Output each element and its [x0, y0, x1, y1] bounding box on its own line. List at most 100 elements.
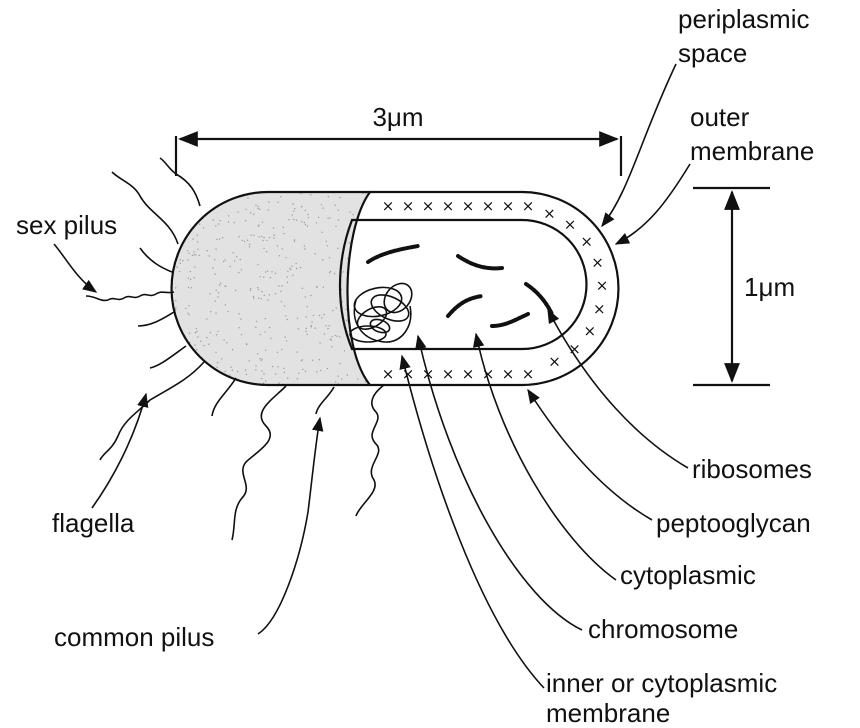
stipple-dot: [283, 368, 284, 369]
stipple-dot: [253, 296, 254, 297]
stipple-dot: [222, 237, 223, 238]
stipple-dot: [230, 367, 231, 368]
stipple-dot: [272, 366, 273, 367]
peptidoglycan-mark: ×: [462, 197, 475, 215]
outer-membrane-label-2: membrane: [690, 136, 814, 166]
stipple-dot: [267, 300, 268, 301]
stipple-dot: [175, 300, 176, 301]
stipple-dot: [223, 261, 224, 262]
stipple-dot: [280, 291, 281, 292]
stipple-dot: [323, 287, 324, 288]
stipple-dot: [219, 238, 220, 239]
stipple-dot: [261, 291, 262, 292]
peptidoglycan-mark: ×: [442, 197, 455, 215]
stipple-dot: [362, 309, 363, 310]
stipple-dot: [197, 249, 198, 250]
length-label: 3μm: [372, 102, 423, 132]
stipple-dot: [227, 311, 228, 312]
leader-peptidoglycan: [528, 390, 652, 520]
stipple-dot: [188, 287, 189, 288]
stipple-dot: [220, 283, 221, 284]
stipple-dot: [173, 343, 174, 344]
stipple-dot: [191, 287, 192, 288]
stipple-dot: [312, 360, 313, 361]
stipple-dot: [173, 251, 174, 252]
stipple-dot: [175, 309, 176, 310]
stipple-dot: [225, 259, 226, 260]
flagellum-5: [356, 385, 384, 516]
stipple-dot: [215, 374, 216, 375]
stipple-dot: [364, 207, 365, 208]
stipple-dot: [203, 345, 204, 346]
leader-common-pilus: [258, 418, 320, 634]
stipple-dot: [249, 244, 250, 245]
stipple-dot: [228, 384, 229, 385]
stipple-dot: [172, 196, 173, 197]
stipple-dot: [253, 214, 254, 215]
stipple-dot: [368, 213, 369, 214]
stipple-dot: [294, 240, 295, 241]
stipple-dot: [196, 349, 197, 350]
stipple-dot: [258, 289, 259, 290]
stipple-dot: [178, 343, 179, 344]
stipple-dot: [354, 269, 355, 270]
stipple-dot: [253, 235, 254, 236]
pilus-top-2: [160, 158, 200, 206]
stipple-dot: [360, 361, 361, 362]
stipple-dot: [304, 246, 305, 247]
stipple-dot: [197, 241, 198, 242]
stipple-dot: [304, 248, 305, 249]
stipple-dot: [297, 378, 298, 379]
stipple-dot: [321, 204, 322, 205]
stipple-dot: [174, 221, 175, 222]
stipple-dot: [308, 217, 309, 218]
stipple-dot: [263, 237, 264, 238]
stipple-dot: [229, 374, 230, 375]
stipple-dot: [290, 269, 291, 270]
stipple-dot: [270, 277, 271, 278]
stipple-dot: [186, 195, 187, 196]
peptidoglycan-mark: ×: [502, 197, 515, 215]
stipple-dot: [230, 266, 231, 267]
stipple-dot: [205, 201, 206, 202]
stipple-dot: [270, 338, 271, 339]
stipple-dot: [314, 328, 315, 329]
stipple-dot: [335, 381, 336, 382]
stipple-dot: [326, 241, 327, 242]
stipple-dot: [218, 223, 219, 224]
stipple-dot: [196, 328, 197, 329]
stipple-dot: [193, 365, 194, 366]
pilus-left-2: [138, 312, 174, 326]
stipple-dot: [238, 313, 239, 314]
inner-membrane-outline: [340, 220, 587, 349]
peptidoglycan-mark: ×: [522, 197, 535, 215]
stipple-dot: [335, 335, 336, 336]
flagellum-4: [316, 387, 334, 414]
flagellum-3: [232, 386, 286, 540]
stipple-dot: [238, 272, 239, 273]
stipple-dot: [336, 336, 337, 337]
stipple-dot: [209, 293, 210, 294]
stipple-dot: [287, 378, 288, 379]
stipple-dot: [187, 259, 188, 260]
stipple-dot: [284, 372, 285, 373]
peptidoglycan-mark: ×: [422, 197, 435, 215]
stipple-dot: [261, 360, 262, 361]
stipple-dot: [281, 301, 282, 302]
peptidoglycan-mark: ×: [548, 353, 561, 371]
stipple-dot: [187, 219, 188, 220]
stipple-dot: [293, 211, 294, 212]
peptidoglycan-mark: ×: [596, 277, 609, 295]
stipple-dot: [288, 219, 289, 220]
stipple-dot: [237, 371, 238, 372]
stipple-dot: [281, 285, 282, 286]
stipple-dot: [263, 373, 264, 374]
stipple-dot: [263, 276, 264, 277]
stipple-dot: [223, 339, 224, 340]
stipple-dot: [327, 245, 328, 246]
stipple-dot: [339, 363, 340, 364]
leader-ribosomes: [548, 310, 688, 468]
stipple-dot: [194, 277, 195, 278]
stipple-dot: [321, 317, 322, 318]
stipple-dot: [278, 382, 279, 383]
